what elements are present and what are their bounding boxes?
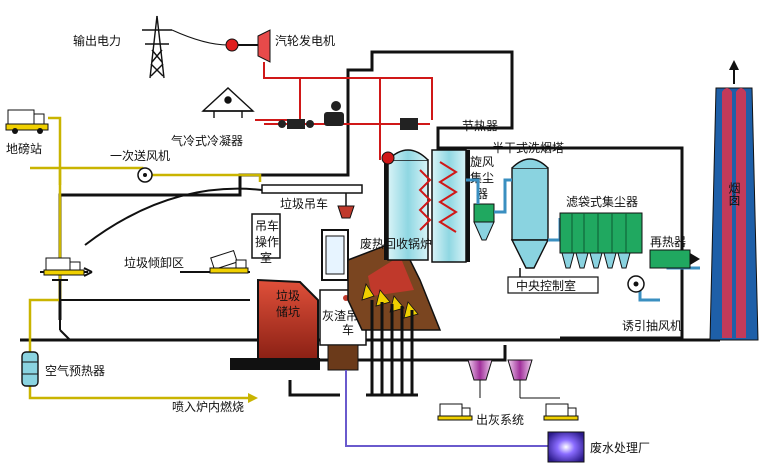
refuse-pit-label-1: 垃圾 bbox=[276, 288, 300, 303]
steam-valves bbox=[278, 101, 418, 130]
bag-filter bbox=[559, 212, 643, 269]
central-control-label: 中央控制室 bbox=[516, 278, 576, 293]
steam-line bbox=[255, 62, 433, 160]
tipping-truck-icon-left bbox=[43, 257, 85, 276]
cyclone-collector bbox=[473, 203, 495, 241]
wastewater-plant bbox=[547, 431, 585, 463]
semi-dry-scrubber bbox=[510, 158, 550, 290]
refuse-crane-label: 垃圾吊车 bbox=[280, 196, 328, 211]
crane-op-label-2: 操作 bbox=[255, 234, 279, 249]
air-preheater-label: 空气预热器 bbox=[45, 363, 105, 378]
reheater-label: 再热器 bbox=[650, 235, 686, 249]
crane-operation-room bbox=[251, 213, 281, 259]
crane-op-label-1: 吊车 bbox=[255, 218, 279, 233]
turbine-generator-label: 汽轮发电机 bbox=[275, 33, 335, 48]
weighbridge-truck-icon bbox=[5, 109, 49, 134]
induced-fan-label: 诱引抽风机 bbox=[622, 319, 682, 333]
ash-silos bbox=[467, 359, 560, 399]
primary-fan-icon bbox=[137, 167, 153, 183]
cyclone-label-1: 旋风 bbox=[470, 155, 494, 169]
ash-truck-icon-right bbox=[543, 403, 579, 421]
refuse-pit-label-2: 储坑 bbox=[276, 304, 300, 319]
ash-truck-icon-left bbox=[437, 403, 473, 421]
inject-arrow-icon bbox=[248, 393, 258, 403]
grate-tubes bbox=[366, 300, 418, 397]
tipping-area-label: 垃圾倾卸区 bbox=[124, 255, 184, 270]
waste-heat-boiler bbox=[384, 149, 470, 263]
generator-icon bbox=[225, 29, 271, 63]
power-line bbox=[171, 29, 229, 46]
weighbridge-label: 地磅站 bbox=[6, 141, 42, 156]
air-preheater bbox=[21, 351, 39, 387]
refuse-crane bbox=[261, 184, 363, 219]
cyclone-label-2: 集尘 bbox=[470, 170, 494, 185]
semi-dry-scrubber-label: 半干式洗烟塔 bbox=[492, 141, 564, 155]
economizer-label: 节热器 bbox=[462, 119, 498, 133]
waste-heat-boiler-label: 废热回收锅炉 bbox=[360, 236, 432, 251]
refuse-pit bbox=[230, 278, 320, 370]
central-control-room bbox=[507, 276, 599, 294]
air-cooled-condenser bbox=[201, 87, 255, 118]
wastewater-label: 废水处理厂 bbox=[590, 440, 650, 455]
air-cooled-condenser-label: 气冷式冷凝器 bbox=[171, 133, 243, 148]
wastewater-line bbox=[345, 370, 548, 447]
steam-drum bbox=[381, 151, 395, 165]
ash-crane-label-2: 车 bbox=[342, 322, 354, 337]
reheater bbox=[649, 249, 700, 269]
stack-label: 烟囱 bbox=[727, 182, 741, 206]
pylon-icon bbox=[142, 15, 172, 79]
power-output-label: 输出电力 bbox=[73, 33, 121, 48]
tipping-truck-icon-right bbox=[209, 249, 249, 274]
ash-system-label: 出灰系统 bbox=[476, 413, 524, 427]
up-arrow-icon bbox=[729, 60, 739, 84]
induced-fan-icon bbox=[627, 275, 645, 293]
inject-burn-label: 喷入炉内燃烧 bbox=[172, 399, 244, 414]
feed-hopper bbox=[321, 229, 349, 281]
ash-crane-label-1: 灰渣吊 bbox=[322, 309, 358, 323]
crane-op-label-3: 室 bbox=[260, 250, 272, 265]
primary-fan-label: 一次送风机 bbox=[110, 148, 170, 163]
bag-filter-label: 滤袋式集尘器 bbox=[566, 194, 638, 209]
stack bbox=[709, 87, 759, 341]
